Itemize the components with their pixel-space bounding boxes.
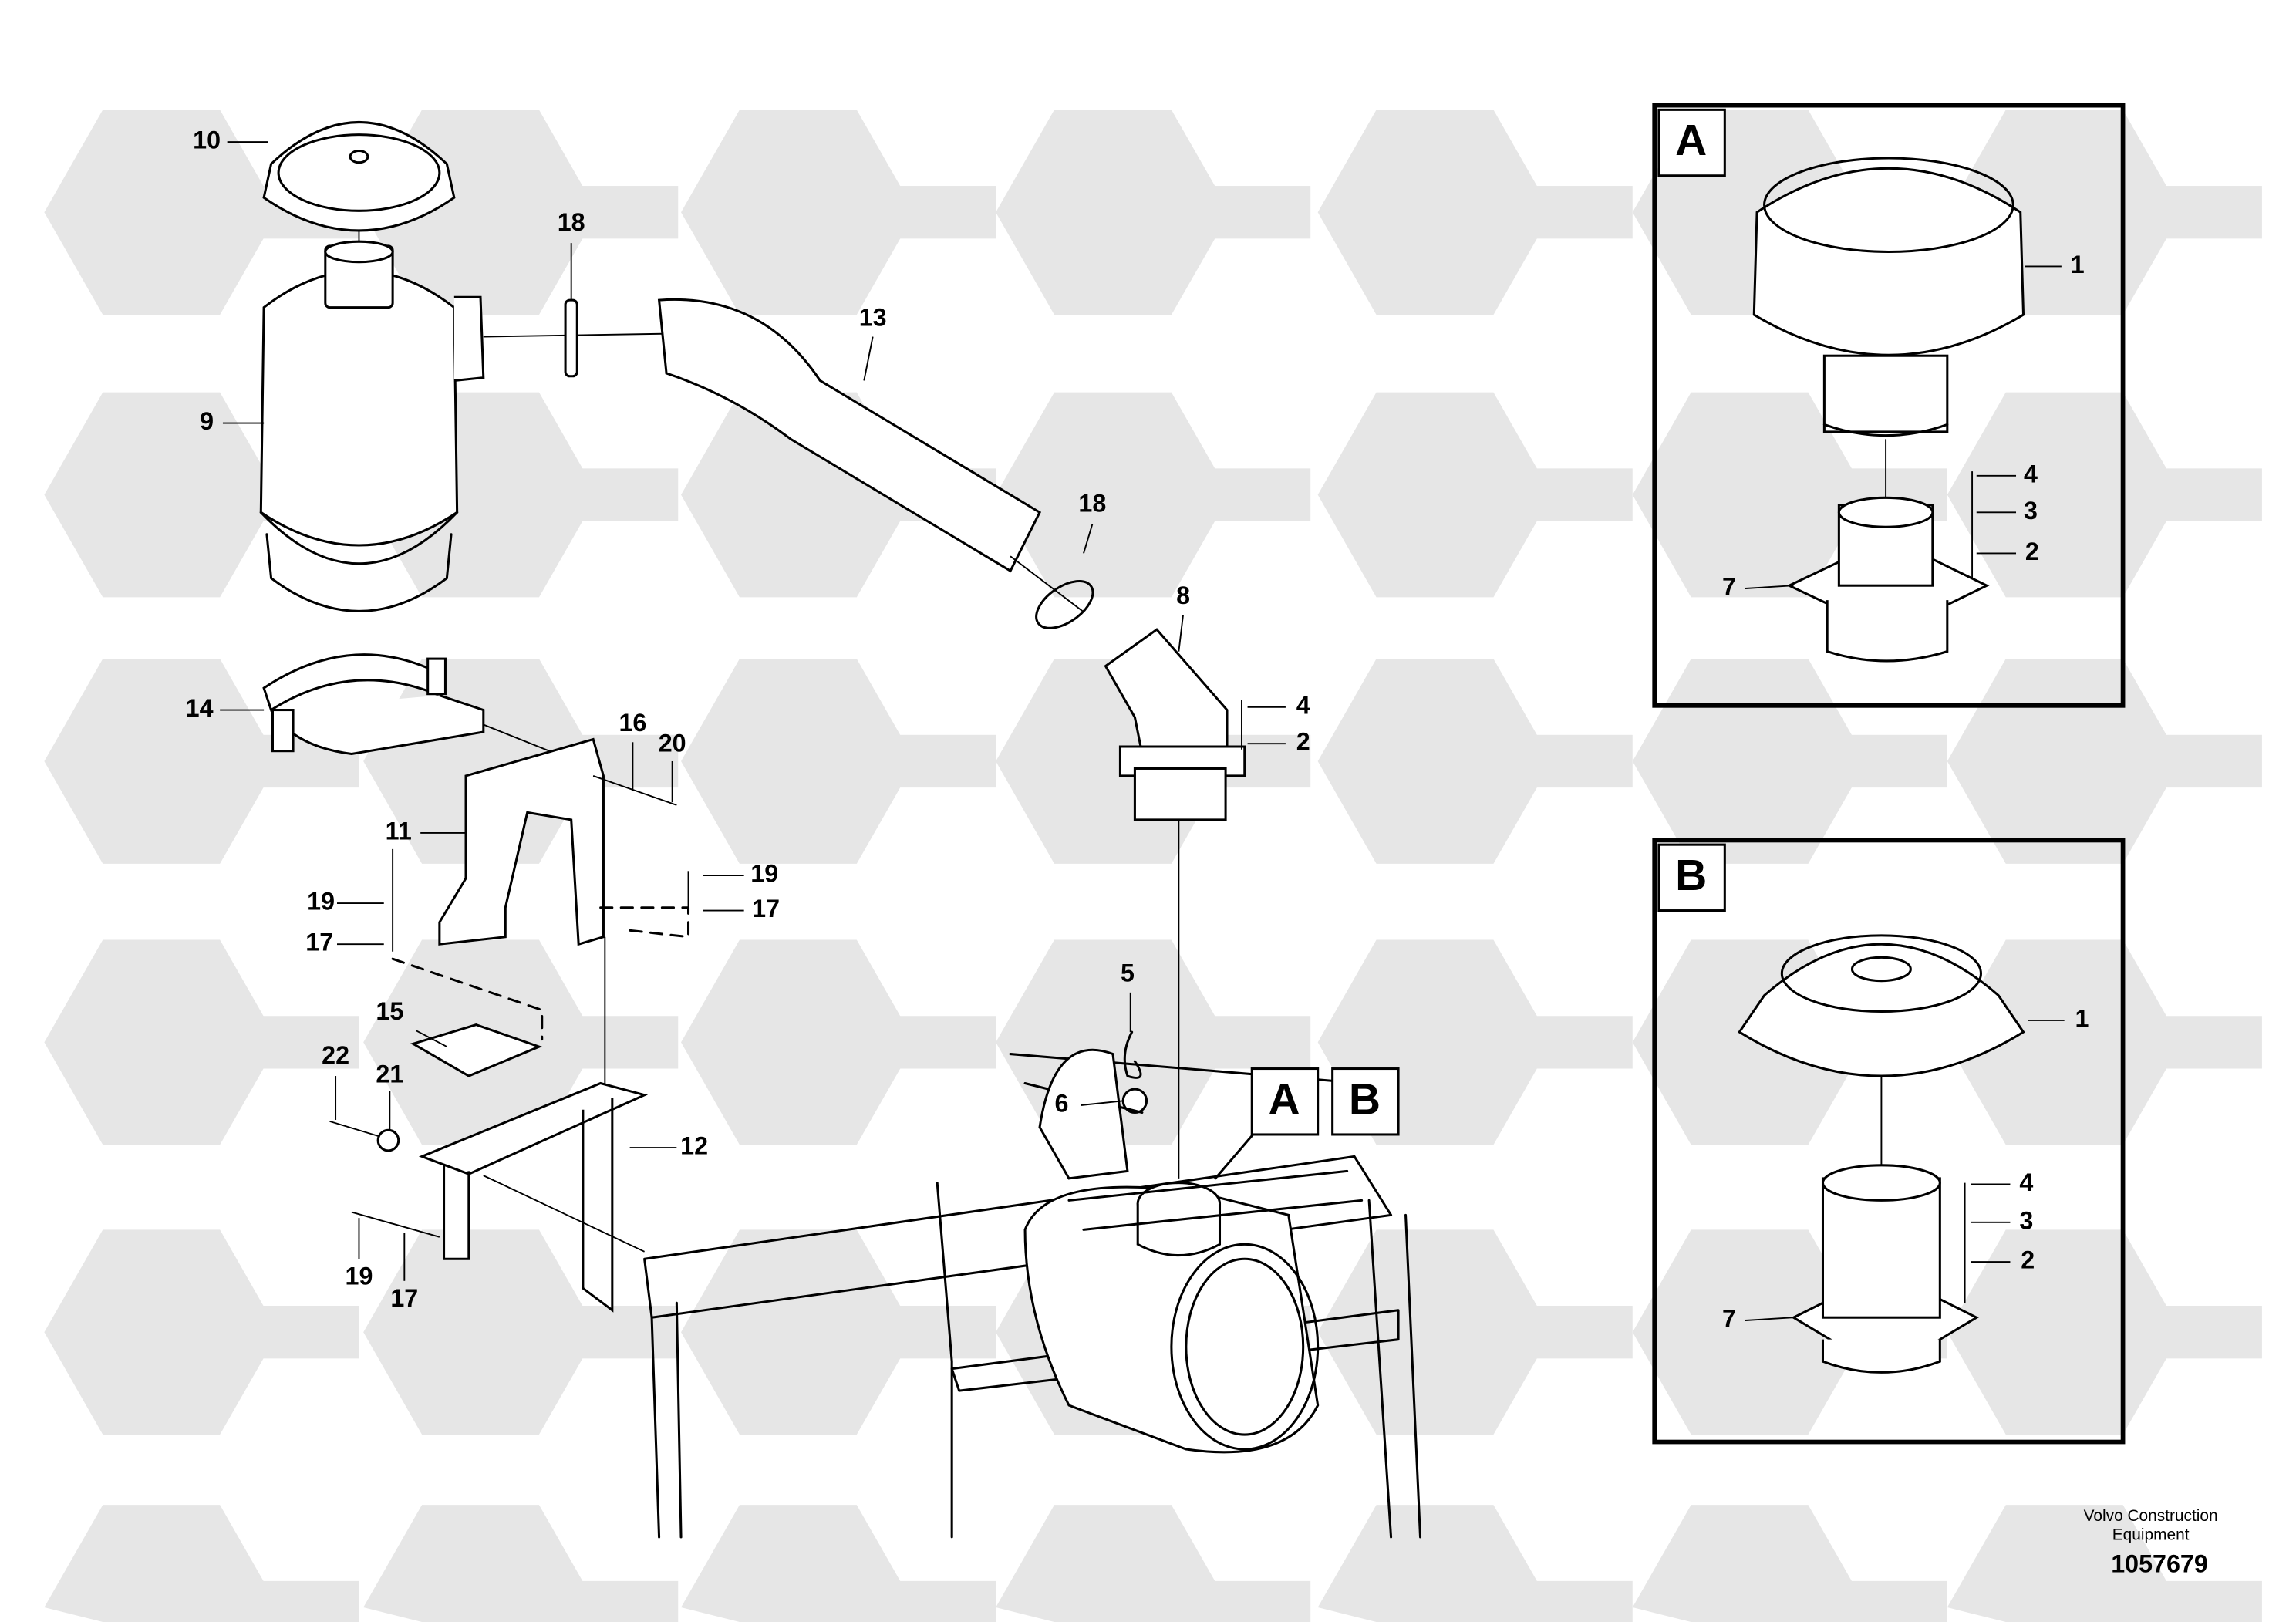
callout-12: 12 [680, 1132, 708, 1160]
part-18-clamp-upper [564, 298, 578, 378]
inset-b-callout-4: 4 [2019, 1168, 2033, 1196]
inset-view-a: A 1 4 3 2 7 [1652, 103, 2126, 708]
callout-10: 10 [193, 126, 221, 154]
callout-15: 15 [376, 997, 403, 1025]
watermark-band [1413, 1306, 1633, 1359]
watermark-band [776, 1016, 996, 1069]
footer-manufacturer-line2: Equipment [2112, 1526, 2190, 1544]
watermark-band [776, 1306, 996, 1359]
callout-6: 6 [1055, 1090, 1069, 1118]
callout-9: 9 [200, 407, 214, 435]
inset-a-callout-3: 3 [2024, 497, 2038, 524]
inset-a-callout-4: 4 [2024, 460, 2038, 487]
inset-a-callout-2: 2 [2025, 538, 2039, 565]
callout-17: 17 [390, 1284, 418, 1312]
watermark-band [2042, 186, 2262, 239]
watermark-band [776, 1580, 996, 1622]
callout-18: 18 [558, 208, 585, 236]
callout-19: 19 [346, 1262, 373, 1290]
inset-b-title: B [1675, 851, 1707, 900]
watermark-band [1091, 468, 1311, 521]
part-18-clamp-lower [1035, 580, 1094, 629]
watermark-band [458, 186, 679, 239]
callout-2: 2 [1296, 728, 1310, 756]
watermark-band [1413, 1580, 1633, 1622]
part-10-rain-cap [262, 121, 456, 337]
watermark-band [1413, 468, 1633, 521]
air-filter-assembly-drawing [259, 121, 1422, 1539]
callout-19: 19 [750, 860, 778, 888]
watermark-band [2042, 734, 2262, 788]
callout-19: 19 [307, 888, 335, 916]
callout-5: 5 [1121, 959, 1135, 987]
inset-a-callout-7: 7 [1722, 573, 1736, 601]
watermark-band [1728, 1580, 1947, 1622]
watermark-band [1413, 734, 1633, 788]
watermark-band [458, 1580, 679, 1622]
watermark-band [139, 1016, 359, 1069]
callout-14: 14 [186, 694, 214, 722]
watermark-band [2042, 468, 2262, 521]
inset-a-callout-1: 1 [2071, 251, 2085, 278]
watermark-band [2042, 1016, 2262, 1069]
inset-view-b: B 1 4 3 2 7 [1652, 838, 2126, 1445]
callout-16: 16 [619, 709, 646, 737]
watermark-band [458, 468, 679, 521]
inset-b-callout-1: 1 [2075, 1004, 2089, 1032]
callouts: 10 18 13 9 18 8 14 16 20 4 2 11 19 17 19… [186, 126, 1400, 1312]
part-12-bracket [418, 1081, 649, 1313]
watermark-band [2042, 1580, 2262, 1622]
callout-4: 4 [1296, 691, 1310, 719]
callout-13: 13 [859, 303, 887, 331]
callout-17: 17 [305, 929, 333, 956]
watermark-band [139, 1306, 359, 1359]
callout-17: 17 [752, 895, 780, 922]
callout-21: 21 [376, 1061, 403, 1088]
watermark-band [139, 1580, 359, 1622]
watermark-band [1413, 186, 1633, 239]
machine-frame [643, 1048, 1422, 1539]
part-11-bracket [438, 737, 605, 946]
part-9-air-cleaner [259, 240, 663, 612]
part-13-hose [657, 298, 1042, 573]
footer-manufacturer-line1: Volvo Construction [2084, 1507, 2218, 1525]
watermark-band [1728, 734, 1947, 788]
watermark-band [776, 734, 996, 788]
view-ref-b: B [1349, 1074, 1381, 1124]
watermark-band [2042, 1306, 2262, 1359]
callout-11: 11 [386, 817, 412, 845]
callout-22: 22 [322, 1041, 349, 1069]
watermark-band [458, 1306, 679, 1359]
watermark-band [1091, 186, 1311, 239]
part-5-dipstick-ring [1123, 1030, 1142, 1079]
part-14-band-clamp [262, 653, 594, 770]
inset-b-callout-2: 2 [2021, 1246, 2035, 1274]
inset-a-title: A [1675, 116, 1707, 165]
inset-b-callout-7: 7 [1722, 1305, 1736, 1333]
callout-20: 20 [659, 730, 686, 757]
callout-8: 8 [1176, 582, 1190, 609]
inset-b-callout-3: 3 [2019, 1206, 2033, 1234]
part-21-spacer [376, 1128, 400, 1152]
watermark-band [1091, 1580, 1311, 1622]
watermark-band [1413, 1016, 1633, 1069]
part-15-plate [410, 1023, 543, 1077]
footer-drawing-number: 1057679 [2111, 1549, 2208, 1577]
view-ref-a: A [1268, 1074, 1300, 1124]
callout-18: 18 [1078, 489, 1106, 517]
watermark-band [776, 186, 996, 239]
